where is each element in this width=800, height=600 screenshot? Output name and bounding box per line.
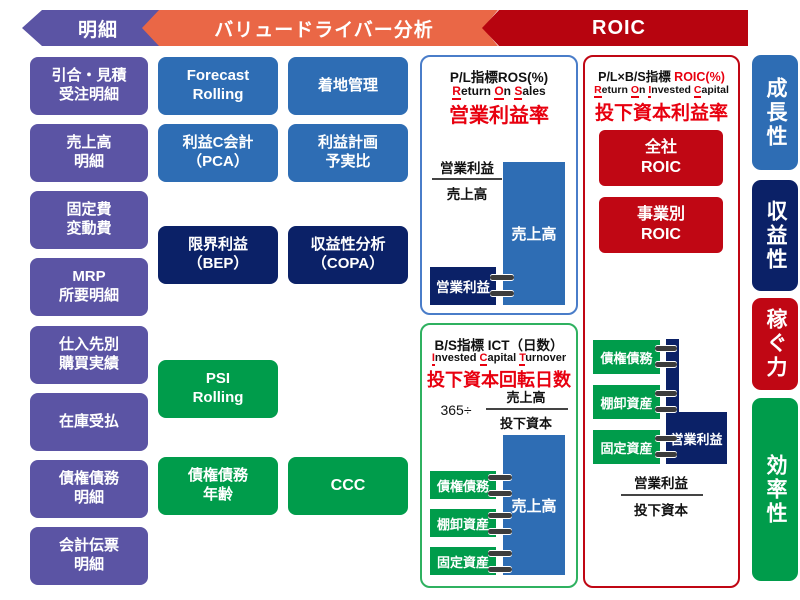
detail-box-sales: 売上高 明細 bbox=[30, 124, 148, 182]
box-profit-center-accounting: 利益C会計 （PCA） bbox=[158, 124, 278, 182]
detail-box-mrp-requirements: MRP 所要明細 bbox=[30, 258, 148, 316]
roic-fraction-denominator: 投下資本 bbox=[634, 503, 688, 518]
link-ring-icon bbox=[488, 529, 512, 534]
ros-panel-title: P/L指標ROS(%) bbox=[449, 70, 549, 85]
banner-roic: ROIC bbox=[482, 10, 748, 46]
ros-subtitle-cap-r: R bbox=[452, 84, 461, 100]
ict-fraction-line bbox=[486, 408, 568, 410]
roic-fixed-assets-box: 固定資産 bbox=[593, 430, 660, 464]
detail-box-inventory-movement: 在庫受払 bbox=[30, 393, 148, 451]
company-roic-box: 全社 ROIC bbox=[599, 130, 723, 186]
ros-headline: 営業利益率 bbox=[449, 105, 549, 127]
detail-box-quote-order: 引合・見積 受注明細 bbox=[30, 57, 148, 115]
roic-subtitle-cap-o: O bbox=[630, 84, 640, 98]
ict-panel-title: B/S指標 ICT（日数） bbox=[434, 338, 564, 353]
roic-headline: 投下資本利益率 bbox=[594, 103, 728, 124]
link-ring-icon bbox=[655, 407, 677, 412]
box-marginal-profit-bep: 限界利益 （BEP） bbox=[158, 226, 278, 284]
ict-inventory-box: 棚卸資産 bbox=[430, 509, 496, 537]
box-psi-rolling: PSI Rolling bbox=[158, 360, 278, 418]
roic-title-red: ROIC(%) bbox=[674, 70, 725, 84]
link-ring-icon bbox=[488, 513, 512, 518]
detail-box-receivable-payable: 債権債務 明細 bbox=[30, 460, 148, 518]
roic-panel-title: P/L×B/S指標 ROIC(%) bbox=[585, 66, 738, 85]
link-ring-icon bbox=[655, 362, 677, 367]
link-ring-icon bbox=[488, 475, 512, 480]
box-receivable-payable-aging: 債権債務 年齢 bbox=[158, 457, 278, 515]
roic-subtitle-seg: apital bbox=[701, 84, 729, 96]
ict-panel: B/S指標 ICT（日数） Invested Capital Turnover … bbox=[420, 323, 578, 588]
roic-subtitle-seg: nvested bbox=[651, 84, 694, 96]
roic-subtitle-cap-i: I bbox=[648, 84, 652, 98]
ict-fraction-numerator: 売上高 bbox=[506, 390, 546, 405]
box-forecast-rolling: Forecast Rolling bbox=[158, 57, 278, 115]
roic-subtitle-seg: n bbox=[639, 84, 649, 96]
kpi-earning-power: 稼ぐ力 bbox=[752, 298, 798, 390]
link-ring-icon bbox=[488, 551, 512, 556]
ict-subtitle-seg: apital bbox=[487, 352, 520, 364]
ict-subtitle-cap-t: T bbox=[519, 352, 526, 366]
roic-panel-subtitle: Return On Invested Capital bbox=[585, 84, 738, 98]
kpi-efficiency: 効率性 bbox=[752, 398, 798, 581]
ros-sales-bar: 売上高 bbox=[503, 162, 565, 305]
ros-subtitle-cap-s: S bbox=[514, 84, 523, 100]
kpi-profitability: 収益性 bbox=[752, 180, 798, 291]
box-profitability-analysis-copa: 収益性分析 （COPA） bbox=[288, 226, 408, 284]
link-ring-icon bbox=[490, 275, 514, 280]
ict-receivable-payable-box: 債権債務 bbox=[430, 471, 496, 499]
roic-receivable-payable-box: 債権債務 bbox=[593, 340, 660, 374]
ros-fraction-numerator: 営業利益 bbox=[440, 161, 494, 176]
roic-subtitle-seg: eturn bbox=[601, 84, 631, 96]
roic-title-black: P/L×B/S指標 bbox=[598, 70, 675, 84]
ict-headline: 投下資本回転日数 bbox=[427, 370, 571, 390]
ict-subtitle-cap-c: C bbox=[479, 352, 488, 366]
ros-subtitle-seg: eturn bbox=[460, 84, 495, 98]
detail-box-fixed-variable-cost: 固定費 変動費 bbox=[30, 191, 148, 249]
banner-detail: 明細 bbox=[22, 10, 162, 46]
link-ring-icon bbox=[655, 452, 677, 457]
ict-fixed-assets-box: 固定資産 bbox=[430, 547, 496, 575]
ros-fraction-line bbox=[432, 178, 502, 180]
link-ring-icon bbox=[488, 567, 512, 572]
ict-panel-subtitle: Invested Capital Turnover bbox=[422, 352, 576, 366]
roic-inventory-box: 棚卸資産 bbox=[593, 385, 660, 419]
ros-subtitle-seg: n bbox=[503, 84, 515, 98]
ict-subtitle-seg: urnover bbox=[525, 352, 567, 364]
business-roic-box: 事業別 ROIC bbox=[599, 197, 723, 253]
ros-operating-profit-box: 営業利益 bbox=[430, 267, 496, 305]
ict-fraction-denominator: 投下資本 bbox=[499, 416, 552, 431]
ros-subtitle-seg: ales bbox=[522, 84, 546, 98]
ict-subtitle-seg: nvested bbox=[434, 352, 480, 364]
link-ring-icon bbox=[655, 436, 677, 441]
detail-box-supplier-purchases: 仕入先別 購買実績 bbox=[30, 326, 148, 384]
link-ring-icon bbox=[490, 291, 514, 296]
ict-subtitle-cap-i: I bbox=[431, 352, 435, 366]
ros-panel: P/L指標ROS(%) Return On Sales 営業利益率 営業利益 売… bbox=[420, 55, 578, 315]
box-landing-management: 着地管理 bbox=[288, 57, 408, 115]
ros-subtitle-cap-o: O bbox=[494, 84, 504, 100]
roic-fraction-numerator: 営業利益 bbox=[634, 476, 688, 491]
ict-formula-prefix: 365÷ bbox=[440, 402, 472, 418]
box-ccc: CCC bbox=[288, 457, 408, 515]
ros-panel-subtitle: Return On Sales bbox=[422, 84, 576, 100]
roic-panel: P/L×B/S指標 ROIC(%) Return On Invested Cap… bbox=[583, 55, 740, 588]
link-ring-icon bbox=[655, 391, 677, 396]
ros-fraction-denominator: 売上高 bbox=[446, 187, 488, 202]
link-ring-icon bbox=[488, 491, 512, 496]
kpi-growth: 成長性 bbox=[752, 55, 798, 170]
detail-box-journal-entries: 会計伝票 明細 bbox=[30, 527, 148, 585]
banner-value-driver-analysis: バリュードライバー分析 bbox=[142, 10, 498, 46]
roic-subtitle-cap-r: R bbox=[594, 84, 602, 98]
box-profit-plan-vs-actual: 利益計画 予実比 bbox=[288, 124, 408, 182]
ict-sales-bar: 売上高 bbox=[503, 435, 565, 575]
roic-fraction-line bbox=[621, 494, 703, 496]
link-ring-icon bbox=[655, 346, 677, 351]
roic-subtitle-cap-c: C bbox=[693, 84, 702, 98]
